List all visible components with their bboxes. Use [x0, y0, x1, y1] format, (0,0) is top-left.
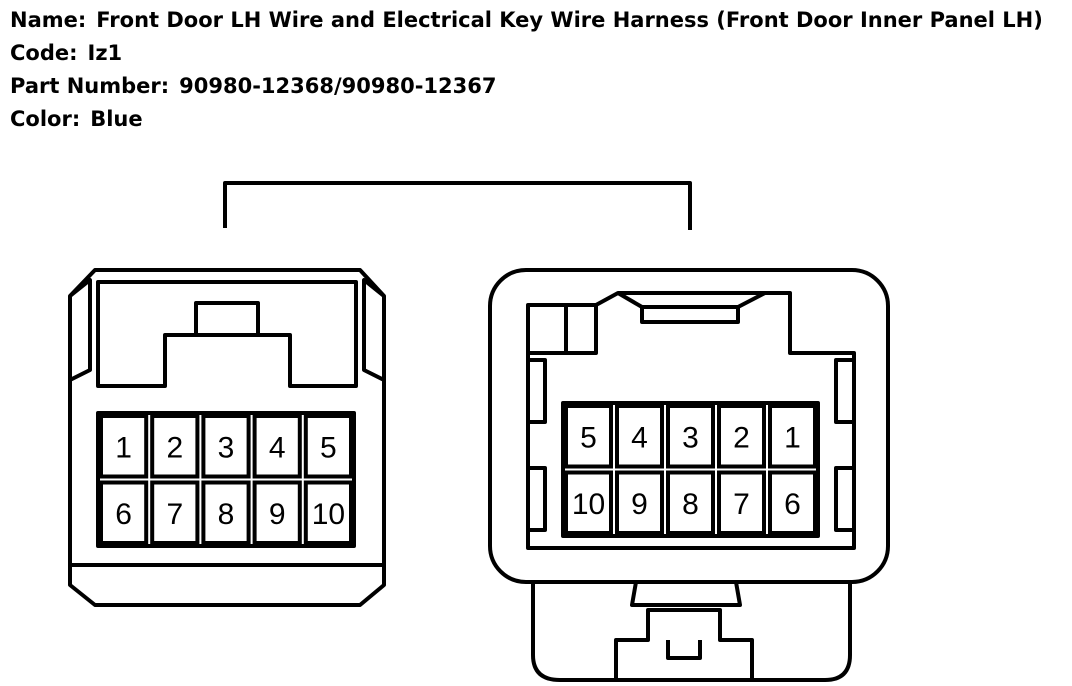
- left-pin-label: 8: [218, 498, 235, 531]
- left-pin-cavity: [252, 480, 302, 545]
- left-pin-label: 7: [166, 498, 183, 531]
- part-number-row: Part Number: 90980-12368/90980-12367: [10, 71, 496, 101]
- right-pin-cavity: [666, 470, 715, 535]
- color-value: Blue: [90, 107, 143, 131]
- left-pin-label: 2: [166, 431, 183, 464]
- part-number-label: Part Number:: [10, 74, 170, 98]
- right-pin-label: 8: [682, 488, 699, 521]
- left-connector: [68, 268, 386, 607]
- left-pin-cavity: [303, 414, 353, 479]
- left-pin-cavity: [99, 480, 149, 545]
- right-pin-cavity: [768, 404, 817, 469]
- left-pin-label: 5: [320, 431, 337, 464]
- name-label: Name:: [10, 8, 87, 32]
- right-pin-label: 3: [682, 421, 699, 454]
- left-pin-label: 9: [269, 498, 286, 531]
- right-pin-cavity: [615, 404, 664, 469]
- right-pin-label: 4: [631, 421, 648, 454]
- left-pin-label: 6: [115, 498, 132, 531]
- right-pin-cavity: [717, 470, 766, 535]
- right-pin-label: 10: [572, 488, 605, 521]
- color-row: Color: Blue: [10, 104, 143, 134]
- right-pin-label: 5: [580, 421, 597, 454]
- left-pin-cavity: [303, 480, 353, 545]
- left-pin-cavity: [201, 480, 251, 545]
- left-pin-label: 10: [312, 498, 345, 531]
- left-pin-label: 1: [115, 431, 132, 464]
- left-pin-cavity: [99, 414, 149, 479]
- left-pin-cavity: [252, 414, 302, 479]
- left-pin-cavity: [201, 414, 251, 479]
- right-pin-cavity: [564, 470, 613, 535]
- left-pin-cavity: [150, 480, 200, 545]
- code-value: Iz1: [87, 41, 123, 65]
- right-pin-cavity: [717, 404, 766, 469]
- connector-pair-bracket: [223, 181, 692, 230]
- right-pin-grid: 5 4 3 2 1 10 9 8 7 6: [564, 404, 817, 535]
- right-pin-cavity: [768, 470, 817, 535]
- left-pin-label: 3: [218, 431, 235, 464]
- code-row: Code: Iz1: [10, 38, 122, 68]
- name-value: Front Door LH Wire and Electrical Key Wi…: [96, 8, 1043, 32]
- right-pin-cavity: [615, 470, 664, 535]
- left-pin-grid: 1 2 3 4 5 6 7 8 9 10: [99, 414, 353, 545]
- color-label: Color:: [10, 107, 81, 131]
- right-pin-cavity: [666, 404, 715, 469]
- right-pin-cavity: [564, 404, 613, 469]
- right-pin-label: 1: [784, 421, 801, 454]
- right-pin-label: 7: [733, 488, 750, 521]
- code-label: Code:: [10, 41, 78, 65]
- left-pin-label: 4: [269, 431, 286, 464]
- right-pin-label: 6: [784, 488, 801, 521]
- right-connector: [488, 268, 890, 682]
- right-pin-label: 2: [733, 421, 750, 454]
- name-row: Name: Front Door LH Wire and Electrical K…: [10, 5, 1043, 35]
- right-pin-label: 9: [631, 488, 648, 521]
- left-pin-cavity: [150, 414, 200, 479]
- part-number-value: 90980-12368/90980-12367: [179, 74, 497, 98]
